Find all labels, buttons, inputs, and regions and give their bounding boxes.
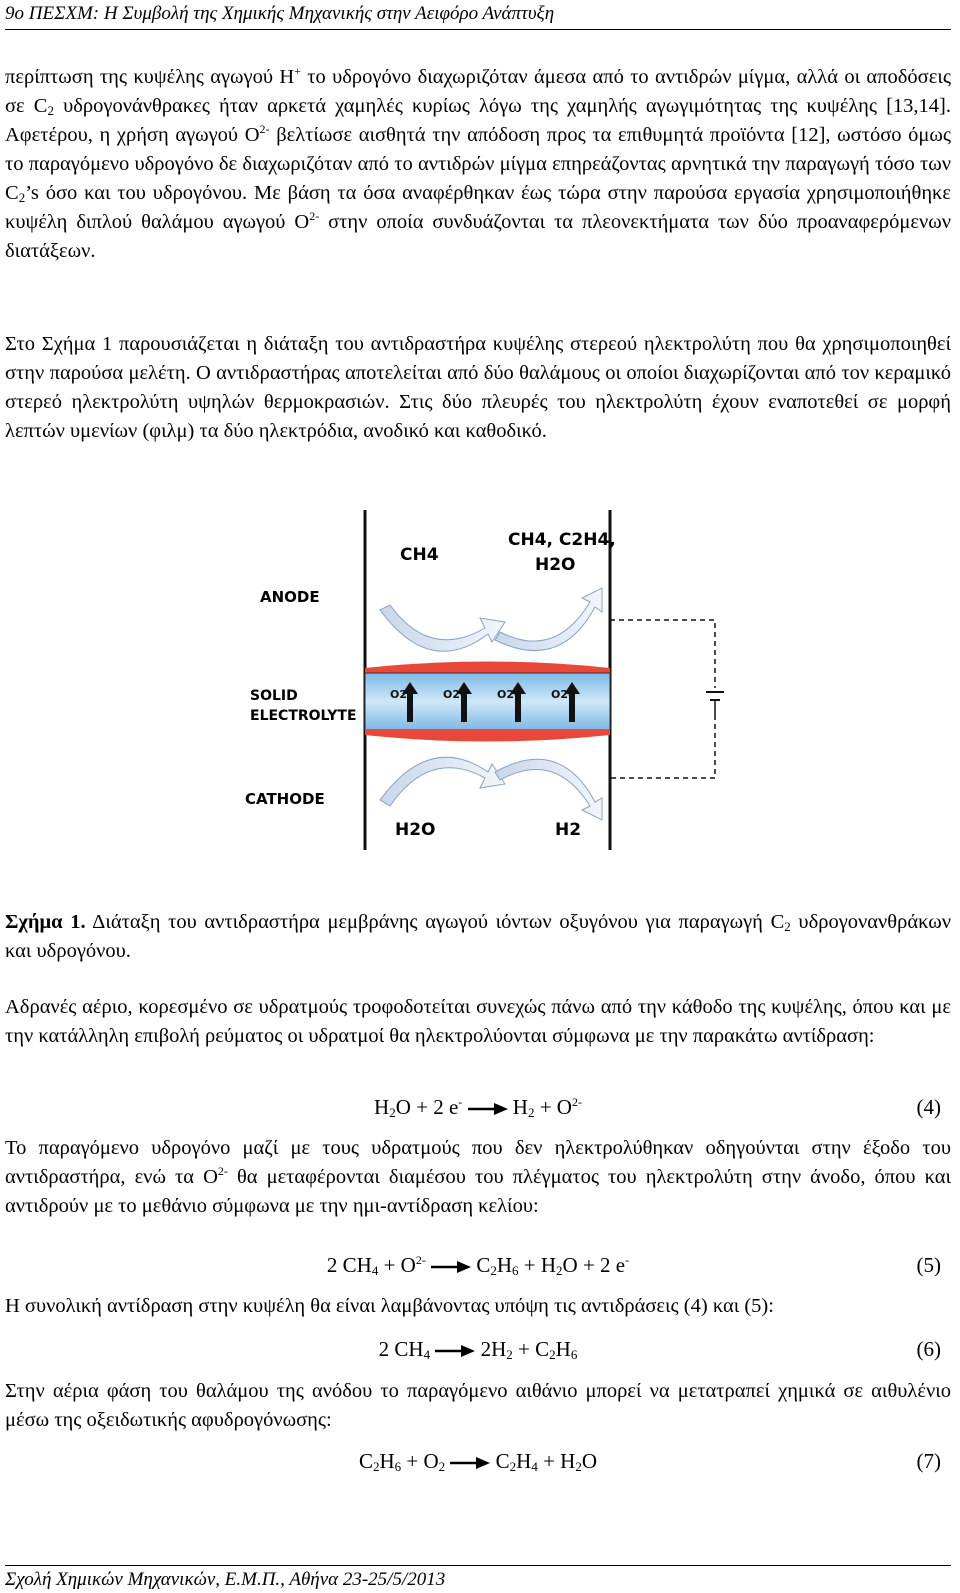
ion-arrow: O2- — [497, 682, 526, 722]
paragraph-2: Στο Σχήμα 1 παρουσιάζεται η διάταξη του … — [5, 333, 951, 442]
paragraph-4: Το παραγόμενο υδρογόνο μαζί με τους υδρα… — [5, 1137, 952, 1217]
ion-arrow: O2- — [390, 682, 418, 722]
gas-arrow-out-bottom — [494, 758, 603, 821]
reactor-diagram: O2- O2- O2- O2- ANODE SOLID ELECTROLYTE … — [245, 510, 724, 850]
cathode-film — [365, 729, 610, 742]
svg-text:O2-: O2- — [497, 688, 519, 701]
electrolyte-label: ELECTROLYTE — [250, 708, 357, 724]
ion-arrow: O2- — [443, 682, 472, 722]
equation-7-number: (7) — [916, 1449, 942, 1473]
equation-5-formula: 2 CH4 + O2- C2H6 + H2O + 2 e- — [326, 1253, 630, 1278]
equation-6-formula: 2 CH4 2H2 + C2H6 — [378, 1337, 578, 1362]
gas-arrow-out-top — [494, 587, 603, 652]
equation-4: H2O + 2 e- H2 + O2- (4) — [5, 1091, 951, 1123]
equation-4-formula: H2O + 2 e- H2 + O2- — [374, 1095, 582, 1120]
running-footer: Σχολή Χημικών Μηχανικών, Ε.Μ.Π., Αθήνα 2… — [5, 1565, 951, 1592]
equation-7-formula: C2H6 + O2 C2H4 + H2O — [358, 1449, 598, 1474]
anode-film — [365, 661, 610, 674]
paragraph-6: Στην αέρια φάση του θαλάμου της ανόδου τ… — [5, 1380, 951, 1431]
equation-5-number: (5) — [916, 1253, 942, 1277]
equation-5: 2 CH4 + O2- C2H6 + H2O + 2 e- (5) — [5, 1249, 951, 1281]
gas-label-h2: H2 — [555, 820, 581, 840]
gas-arrow-in-bottom — [379, 756, 506, 807]
external-circuit — [610, 619, 716, 779]
equation-6: 2 CH4 2H2 + C2H6 (6) — [5, 1333, 951, 1365]
equation-4-number: (4) — [916, 1095, 942, 1119]
ion-arrow: O2- — [551, 682, 580, 722]
paragraph-1: περίπτωση της κυψέλης αγωγού H+ το υδρογ… — [5, 64, 952, 262]
figure-caption: Σχήμα 1. Διάταξη του αντιδραστήρα μεμβρά… — [5, 911, 951, 962]
paragraph-3: Αδρανές αέριο, κορεσμένο σε υδρατμούς τρ… — [5, 996, 951, 1047]
cathode-label: CATHODE — [245, 790, 325, 808]
equation-7: C2H6 + O2 C2H4 + H2O (7) — [5, 1445, 951, 1477]
paragraph-5: Η συνολική αντίδραση στην κυψέλη θα είνα… — [5, 1295, 774, 1317]
equation-6-number: (6) — [916, 1337, 942, 1361]
gas-label-ch4: CH4 — [400, 545, 439, 565]
gas-arrow-in-top — [379, 604, 506, 652]
ion-arrows: O2- O2- O2- O2- — [390, 682, 580, 722]
svg-text:O2-: O2- — [443, 688, 465, 701]
svg-text:O2-: O2- — [551, 688, 573, 701]
gas-label-h2o: H2O — [395, 820, 436, 840]
running-header: 9ο ΠΕΣΧΜ: Η Συμβολή της Χημικής Μηχανική… — [5, 2, 951, 30]
svg-text:O2-: O2- — [390, 688, 412, 701]
solid-label: SOLID — [250, 688, 298, 704]
anode-label: ANODE — [260, 588, 320, 606]
gas-label-products-2: H2O — [535, 555, 576, 575]
gas-label-products-1: CH4, C2H4, — [508, 530, 616, 550]
